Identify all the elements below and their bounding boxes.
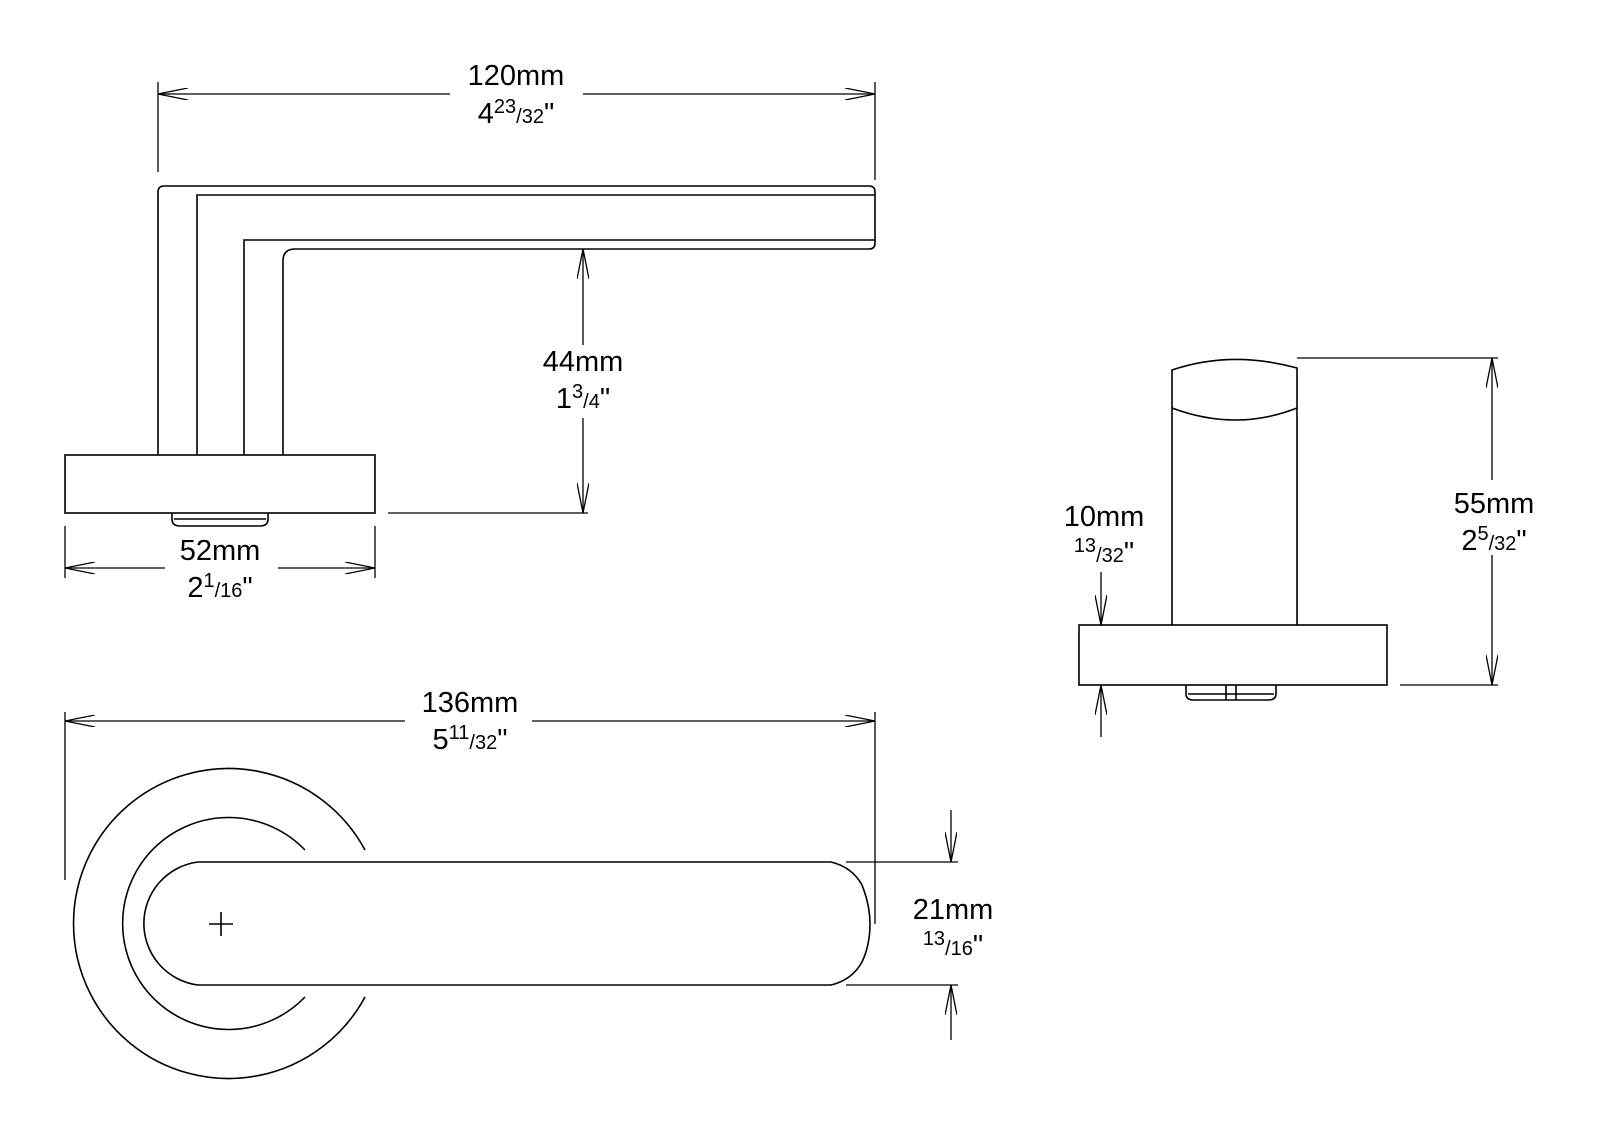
plan-view: 136mm 511/32" 21mm 13/16" (64, 687, 993, 1080)
rose-outer-circle (72, 767, 366, 1080)
rose-thickness-metric: 10mm (1064, 501, 1145, 533)
plan-length-metric: 136mm (422, 687, 519, 719)
dimension-rose-width: 52mm 21/16" (64, 526, 376, 604)
lever-height-metric: 44mm (543, 346, 624, 378)
lever-width-metric: 21mm (913, 894, 994, 926)
dimension-side-height: 55mm 25/32" (1297, 357, 1535, 686)
plan-length-imperial: 511/32" (432, 722, 507, 756)
lever-bevel-line-2 (243, 239, 875, 455)
rose-inner-circle (121, 816, 306, 1031)
dimension-rose-thickness: 10mm 13/32" (1064, 501, 1145, 737)
lever-bevel-line-1 (196, 194, 875, 455)
side-height-metric: 55mm (1454, 488, 1535, 520)
dimension-lever-width: 21mm 13/16" (846, 810, 993, 1040)
spindle-centre-mark (209, 912, 233, 936)
rose-width-metric: 52mm (180, 535, 261, 567)
lever-plan-outline (143, 861, 871, 986)
front-elevation-view: 120mm 423/32" 44mm 13/4" 52mm 21/16" (64, 60, 876, 604)
dimension-lever-height: 44mm 13/4" (388, 249, 624, 514)
rose-width-imperial: 21/16" (187, 570, 252, 604)
side-height-imperial: 25/32" (1461, 523, 1526, 557)
dimension-plan-length: 136mm 511/32" (64, 687, 876, 924)
side-elevation-view: 55mm 25/32" 10mm 13/32" (1064, 357, 1535, 737)
lever-outline (157, 185, 876, 455)
spindle-fixing (171, 513, 269, 527)
lever-end-face (1171, 407, 1298, 421)
side-spindle-fixing (1185, 685, 1277, 701)
top-width-metric: 120mm (468, 60, 565, 92)
dimension-top-width: 120mm 423/32" (157, 60, 876, 180)
lever-end-cap (1171, 358, 1298, 625)
top-width-imperial: 423/32" (478, 96, 555, 130)
rose-base (64, 454, 376, 514)
lever-width-imperial: 13/16" (923, 928, 983, 962)
rose-thickness-imperial: 13/32" (1074, 535, 1134, 569)
side-rose-base (1078, 624, 1388, 686)
lever-height-imperial: 13/4" (556, 381, 610, 415)
